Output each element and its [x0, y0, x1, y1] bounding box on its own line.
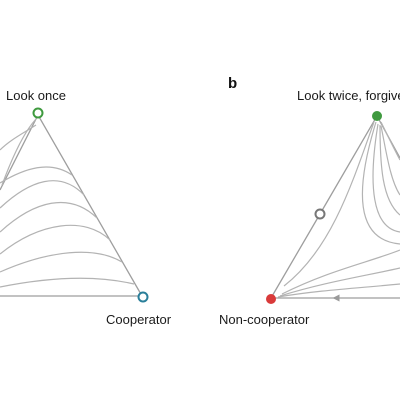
panel-b-flow-line — [372, 123, 400, 233]
cooperator-label: Cooperator — [106, 312, 172, 327]
non-cooperator-node — [266, 294, 276, 304]
look-twice-forgive-node — [372, 111, 382, 121]
panel-a-flow-line — [0, 251, 123, 273]
panel-b-flow-line — [380, 125, 400, 196]
panel-a: Look once Cooperator — [0, 88, 172, 327]
panel-a-flow-line — [0, 124, 37, 151]
panel-letter-b: b — [228, 75, 237, 92]
panel-b-flow-line — [379, 124, 400, 216]
panel-a-flow-line — [0, 166, 73, 184]
panel-b-flow-line — [380, 121, 400, 161]
panel-a-flow-line — [1, 118, 37, 186]
panel-b-flow-line — [281, 249, 400, 295]
panel-b-flow-line — [361, 121, 400, 245]
panel-a-right-edge — [37, 114, 143, 297]
non-cooperator-label: Non-cooperator — [219, 312, 310, 327]
unstable-point-node — [314, 208, 326, 220]
panel-b-flow-line — [277, 283, 400, 298]
cooperator-node — [137, 291, 149, 303]
panel-a-flow-line — [0, 224, 111, 255]
panel-b-left-edge — [270, 115, 378, 299]
panel-a-flow-line — [0, 202, 98, 233]
panel-b: b Look twice, forgive Non-cooperator — [219, 75, 400, 327]
look-once-label: Look once — [6, 88, 66, 103]
panel-a-left-edge — [0, 114, 39, 191]
panel-b-flow-line — [283, 121, 375, 287]
look-twice-forgive-label: Look twice, forgive — [297, 88, 400, 103]
panel-a-flow-line — [0, 277, 135, 288]
look-once-node — [32, 107, 44, 119]
panel-b-flow-line — [279, 267, 400, 297]
panel-a-flow-line — [0, 180, 85, 209]
